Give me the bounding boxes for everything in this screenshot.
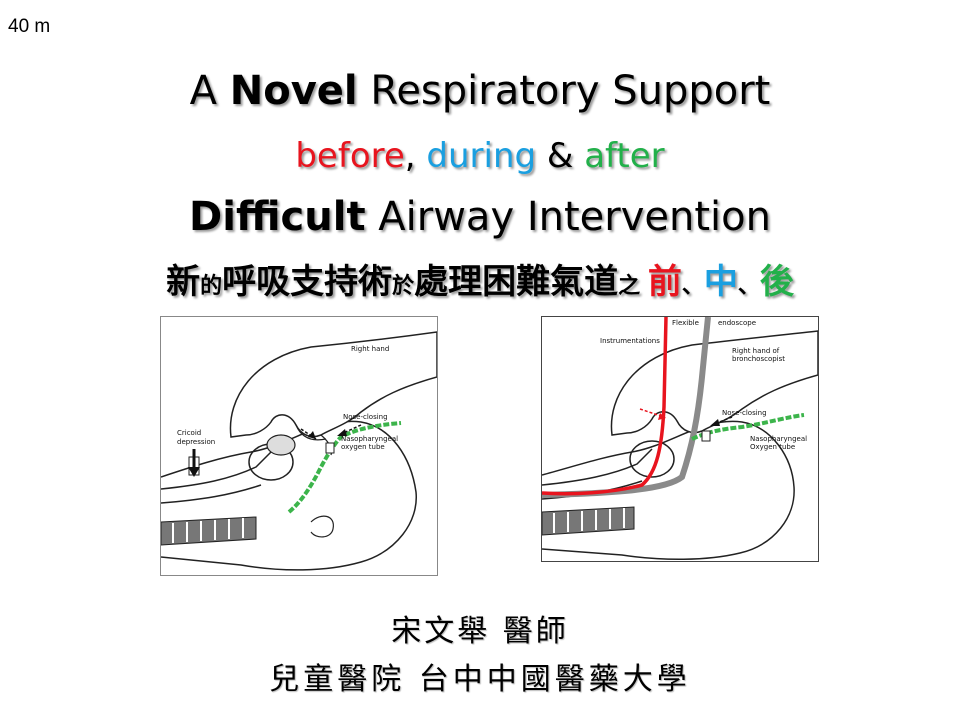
word-before: before	[295, 136, 405, 176]
label-depression: depression	[177, 438, 215, 446]
airway-illustration-left: Right hand Nose-closing Cricoid depressi…	[161, 331, 437, 571]
airway-illustration-right: Flexible endoscope Instrumentations Righ…	[542, 317, 818, 561]
title-line-1: A Novel Respiratory Support	[0, 68, 960, 114]
zh-separator: 、	[737, 274, 760, 299]
word-during: during	[426, 136, 537, 176]
duration-label: 40 m	[8, 16, 51, 37]
zh-text: 新	[166, 262, 201, 302]
label-nose-closing: Nose-closing	[343, 413, 388, 421]
zh-text: 呼吸支持術	[222, 262, 393, 302]
zh-during: 中	[703, 262, 738, 302]
figure-cricoid-nasopharyngeal: Right hand Nose-closing Cricoid depressi…	[160, 316, 438, 576]
title-text: Respiratory Support	[357, 68, 771, 114]
label-right-hand: Right hand	[351, 345, 389, 353]
zh-separator: 、	[681, 274, 704, 299]
title-text: Airway Intervention	[365, 194, 771, 240]
label-oxygen-tube: oxygen tube	[341, 443, 385, 451]
label-bronchoscopist: bronchoscopist	[732, 355, 785, 363]
label-cricoid: Cricoid	[177, 429, 201, 437]
title-line-chinese: 新的呼吸支持術於處理困難氣道之 前、中、後	[0, 254, 960, 303]
label-instrumentations: Instrumentations	[600, 337, 660, 345]
label-nasopharyngeal: Nasopharyngeal	[750, 435, 807, 443]
label-endoscope: endoscope	[718, 319, 756, 327]
zh-after: 後	[759, 262, 794, 302]
zh-text-small: 於	[392, 274, 415, 299]
zh-before: 前	[647, 262, 682, 302]
word-after: after	[584, 136, 665, 176]
author-affiliation: 兒童醫院 台中中國醫藥大學	[269, 662, 691, 697]
label-nose-closing: Nose-closing	[722, 409, 767, 417]
title-emphasis-difficult: Difficult	[189, 194, 366, 240]
zh-text: 處理困難氣道	[414, 262, 619, 302]
zh-text-small: 之	[618, 274, 648, 299]
label-nasopharyngeal: Nasopharyngeal	[341, 435, 398, 443]
title-text: ,	[404, 136, 427, 176]
figure-bronchoscopy: Flexible endoscope Instrumentations Righ…	[541, 316, 819, 562]
label-oxygen-tube: Oxygen tube	[750, 443, 795, 451]
title-emphasis-novel: Novel	[229, 68, 358, 114]
author-name: 宋文舉 醫師	[391, 614, 569, 649]
label-right-hand-of: Right hand of	[732, 347, 780, 355]
title-text: A	[189, 68, 230, 114]
zh-text-small: 的	[200, 274, 223, 299]
title-line-3: Difficult Airway Intervention	[0, 194, 960, 240]
label-flexible: Flexible	[672, 319, 699, 327]
title-text: &	[536, 136, 585, 176]
title-line-2: before, during & after	[0, 136, 960, 176]
